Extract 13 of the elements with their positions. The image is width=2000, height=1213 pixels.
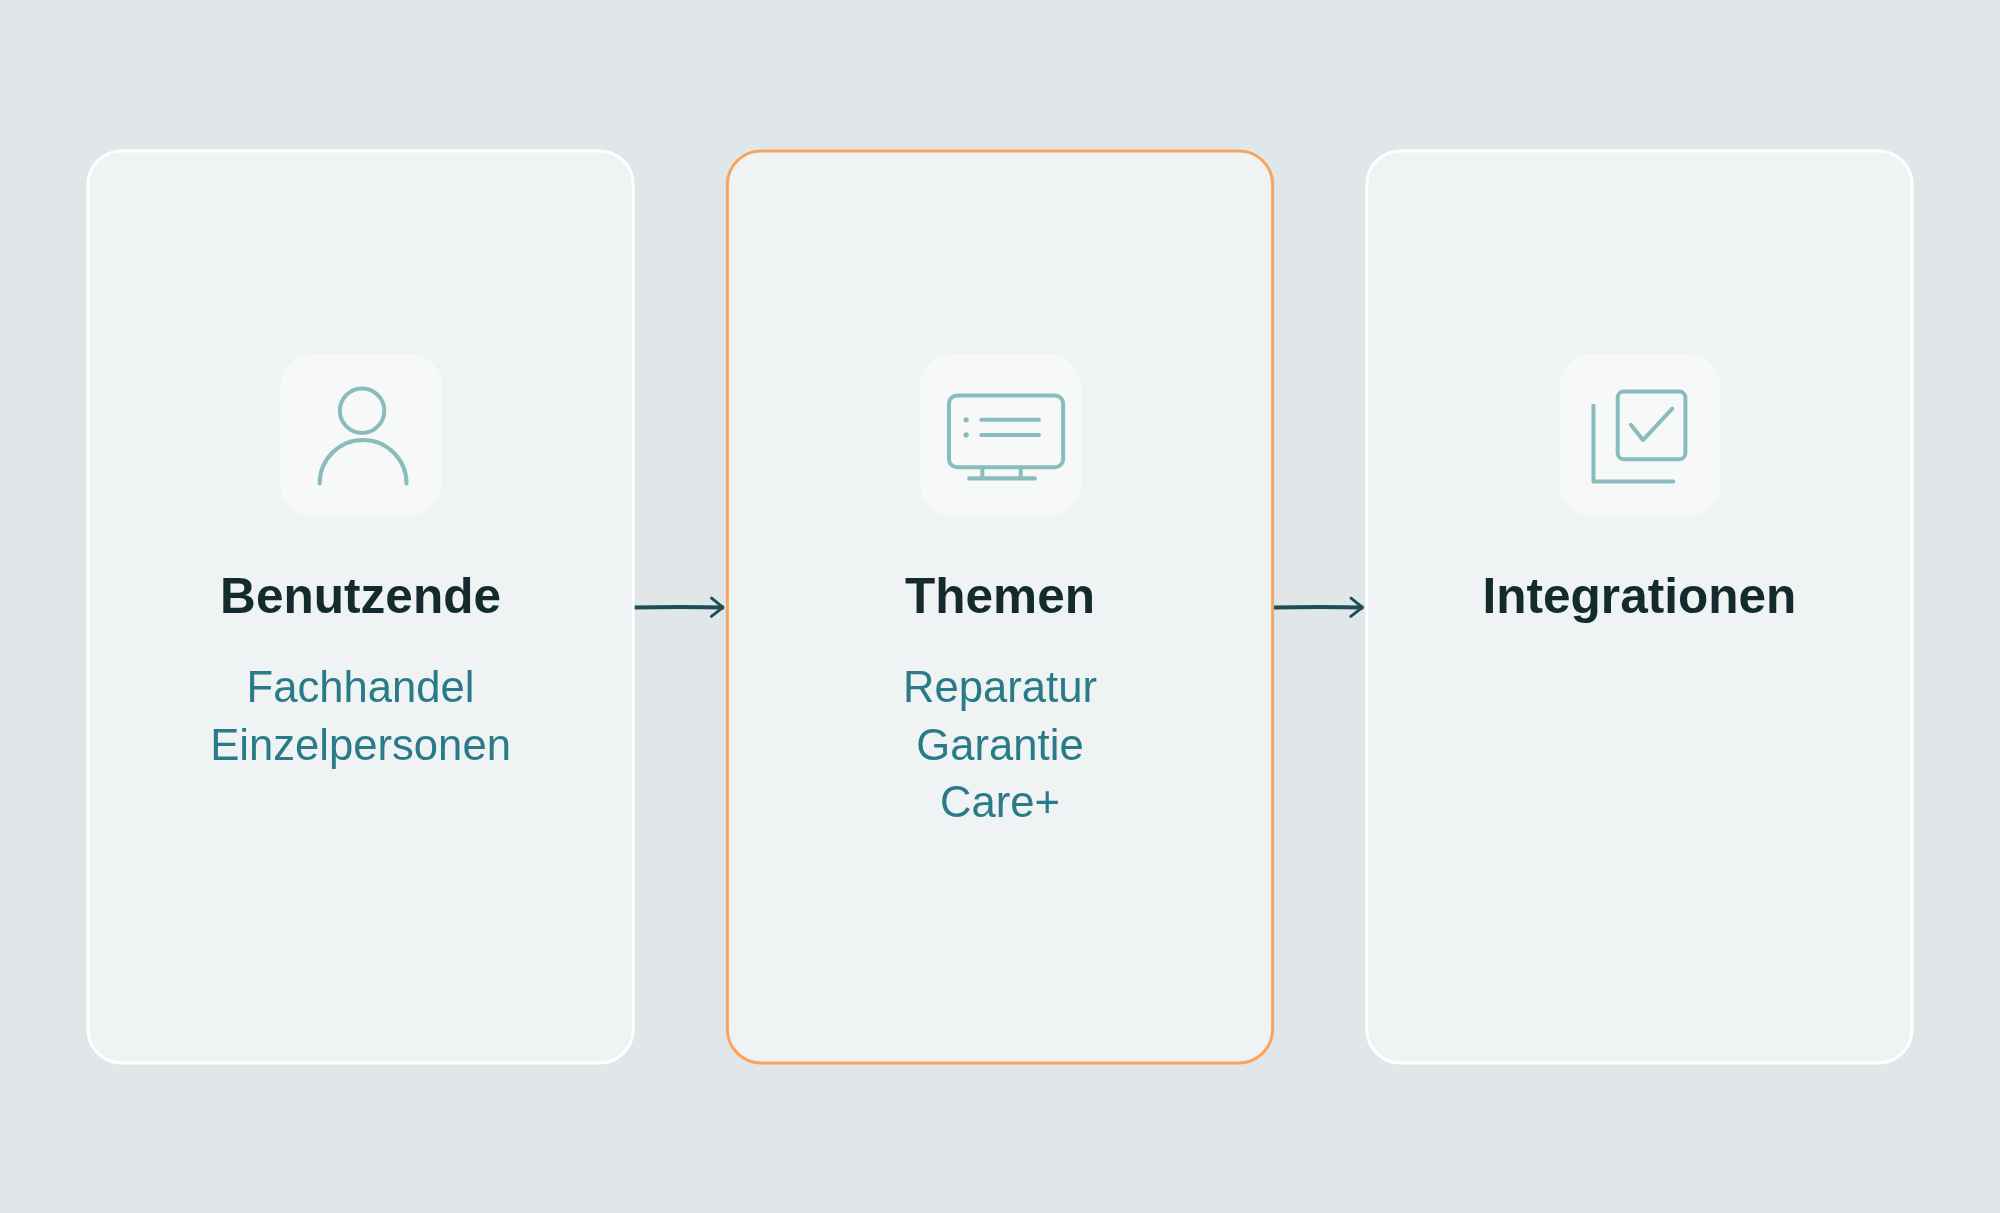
card-item: Garantie [916, 719, 1084, 769]
card-item: Reparatur [903, 662, 1097, 711]
card-heading: Integrationen [1482, 566, 1797, 626]
card-heading: Themen [904, 566, 1095, 626]
card [725, 148, 1275, 1064]
card [86, 148, 635, 1064]
card [1365, 148, 1914, 1064]
card-item: Care+ [940, 777, 1060, 826]
arrow [633, 596, 725, 618]
card-item: Fachhandel [246, 662, 475, 711]
card-item: Einzelpersonen [210, 719, 511, 769]
arrow [1273, 596, 1364, 618]
card-heading: Benutzende [220, 566, 501, 626]
